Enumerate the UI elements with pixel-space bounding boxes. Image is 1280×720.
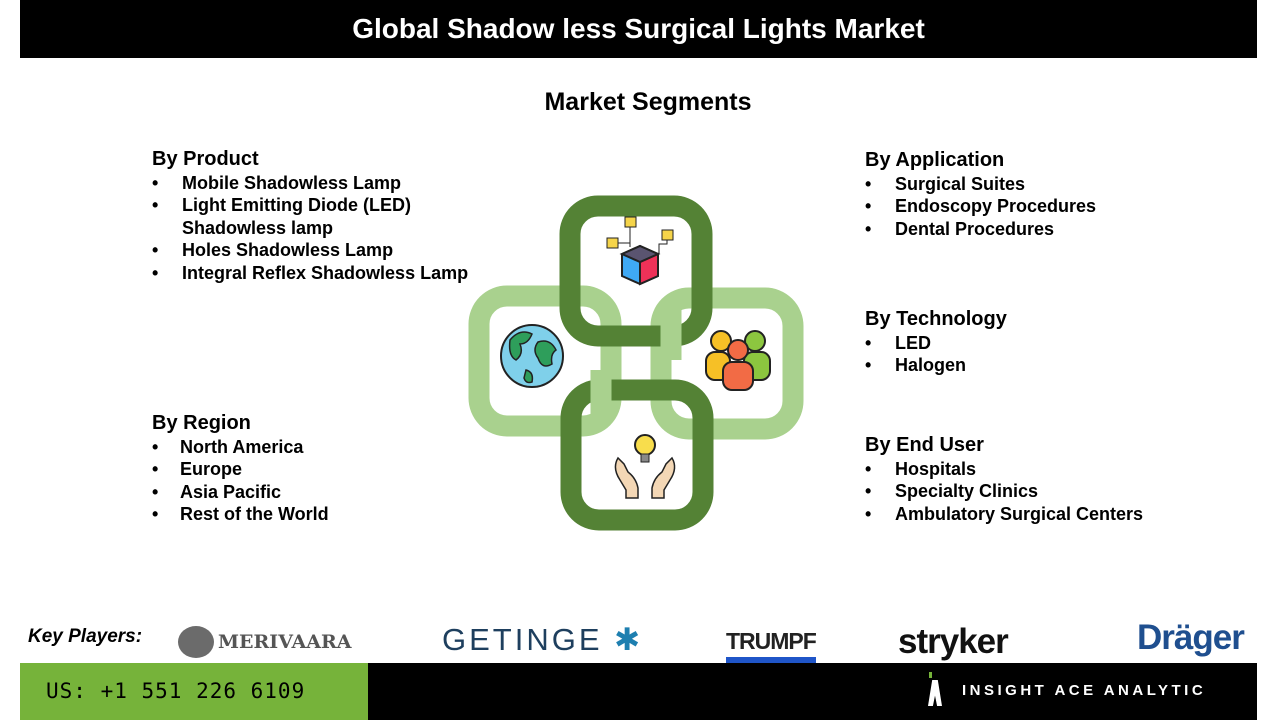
segment-application: By Application Surgical Suites Endoscopy… <box>865 149 1096 240</box>
list-item: Specialty Clinics <box>865 480 1143 503</box>
segment-region: By Region North America Europe Asia Paci… <box>152 412 329 526</box>
list-item: Holes Shadowless Lamp <box>152 239 492 262</box>
list-item: Halogen <box>865 354 1007 377</box>
ring-right <box>650 287 804 440</box>
getinge-star-icon: ✱ <box>614 622 644 657</box>
hands-lightbulb-icon <box>614 434 676 499</box>
insight-ace-logo-icon <box>928 672 942 706</box>
brand-name: INSIGHT ACE ANALYTIC <box>962 682 1207 699</box>
segment-title: By Application <box>865 149 1005 171</box>
segment-title: By Technology <box>865 308 1007 330</box>
logo-stryker: stryker <box>898 622 1009 661</box>
list-item: Rest of the World <box>152 503 329 526</box>
list-item: Asia Pacific <box>152 481 329 504</box>
list-item: Surgical Suites <box>865 173 1096 196</box>
logo-trumpf: TRUMPF <box>726 628 817 665</box>
segment-title: By End User <box>865 434 984 456</box>
list-item: Light Emitting Diode (LED) Shadowless la… <box>152 194 432 239</box>
ring-bottom <box>560 379 714 531</box>
list-item: Dental Procedures <box>865 218 1096 241</box>
section-title: Market Segments <box>544 88 752 116</box>
cube-network-icon <box>606 216 674 286</box>
segment-title: By Region <box>152 412 251 434</box>
list-item: Hospitals <box>865 458 1143 481</box>
list-item: North America <box>152 436 329 459</box>
list-item: Endoscopy Procedures <box>865 195 1096 218</box>
logo-draeger: Dräger <box>1137 618 1245 657</box>
page-title: Global Shadow less Surgical Lights Marke… <box>20 0 1257 58</box>
list-item: Integral Reflex Shadowless Lamp <box>152 262 492 285</box>
people-icon <box>705 330 771 391</box>
chain-diagram <box>468 195 804 531</box>
list-item: Europe <box>152 458 329 481</box>
phone-number: US: +1 551 226 6109 <box>20 663 368 720</box>
logo-merivaara: MERIVAARA <box>178 626 351 658</box>
segment-product: By Product Mobile Shadowless Lamp Light … <box>152 148 492 284</box>
key-players-label: Key Players: <box>28 626 143 647</box>
list-item: Mobile Shadowless Lamp <box>152 172 492 195</box>
list-item: LED <box>865 332 1007 355</box>
segment-title: By Product <box>152 148 259 170</box>
list-item: Ambulatory Surgical Centers <box>865 503 1143 526</box>
ring-top <box>559 195 713 347</box>
logo-getinge: GETINGE ✱ <box>442 622 644 657</box>
segment-end-user: By End User Hospitals Specialty Clinics … <box>865 434 1143 525</box>
ring-left <box>468 285 622 437</box>
merivaara-emblem-icon <box>178 626 214 658</box>
segment-technology: By Technology LED Halogen <box>865 308 1007 377</box>
globe-icon <box>500 324 564 388</box>
